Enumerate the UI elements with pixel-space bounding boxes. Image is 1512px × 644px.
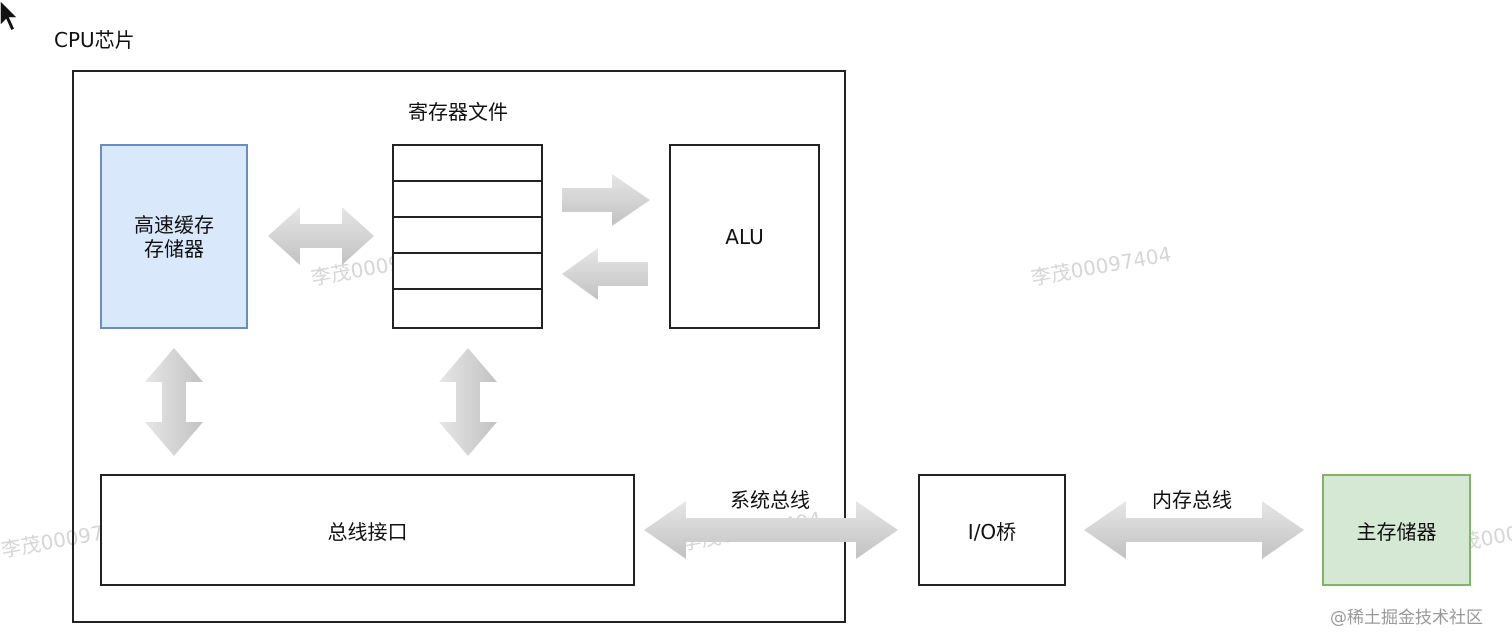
cache-memory-box: 高速缓存 存储器: [100, 144, 248, 329]
main-memory-box: 主存储器: [1322, 474, 1471, 586]
register-row: [394, 146, 541, 182]
cache-memory-label-line1: 高速缓存: [134, 212, 214, 237]
io-bridge-label: I/O桥: [967, 519, 1017, 544]
alu-label: ALU: [725, 224, 764, 249]
mouse-cursor-icon: [0, 0, 20, 33]
bus-interface-box: 总线接口: [100, 474, 635, 586]
double-arrow-cache-register: [268, 207, 374, 265]
double-arrow-system-bus: [644, 501, 898, 559]
double-arrow-cache-bus-interface: [145, 348, 203, 456]
io-bridge-box: I/O桥: [918, 474, 1066, 586]
memory-bus-label: 内存总线: [1152, 488, 1232, 512]
arrow-register-to-alu: [562, 174, 650, 226]
cpu-chip-box: [72, 70, 846, 623]
register-file-box: [392, 144, 543, 329]
register-row: [394, 218, 541, 254]
cpu-chip-label: CPU芯片: [54, 28, 135, 52]
register-file-label: 寄存器文件: [408, 100, 508, 124]
arrow-alu-to-register: [562, 248, 648, 300]
bus-interface-label: 总线接口: [327, 519, 408, 544]
cache-memory-label-line2: 存储器: [144, 236, 204, 261]
site-credit: @稀土掘金技术社区: [1330, 608, 1483, 628]
register-row: [394, 254, 541, 290]
alu-box: ALU: [669, 144, 820, 329]
main-memory-label: 主存储器: [1356, 519, 1437, 544]
double-arrow-memory-bus: [1084, 501, 1304, 559]
double-arrow-register-bus-interface: [439, 348, 497, 456]
register-row: [394, 182, 541, 218]
system-bus-label: 系统总线: [730, 488, 810, 512]
